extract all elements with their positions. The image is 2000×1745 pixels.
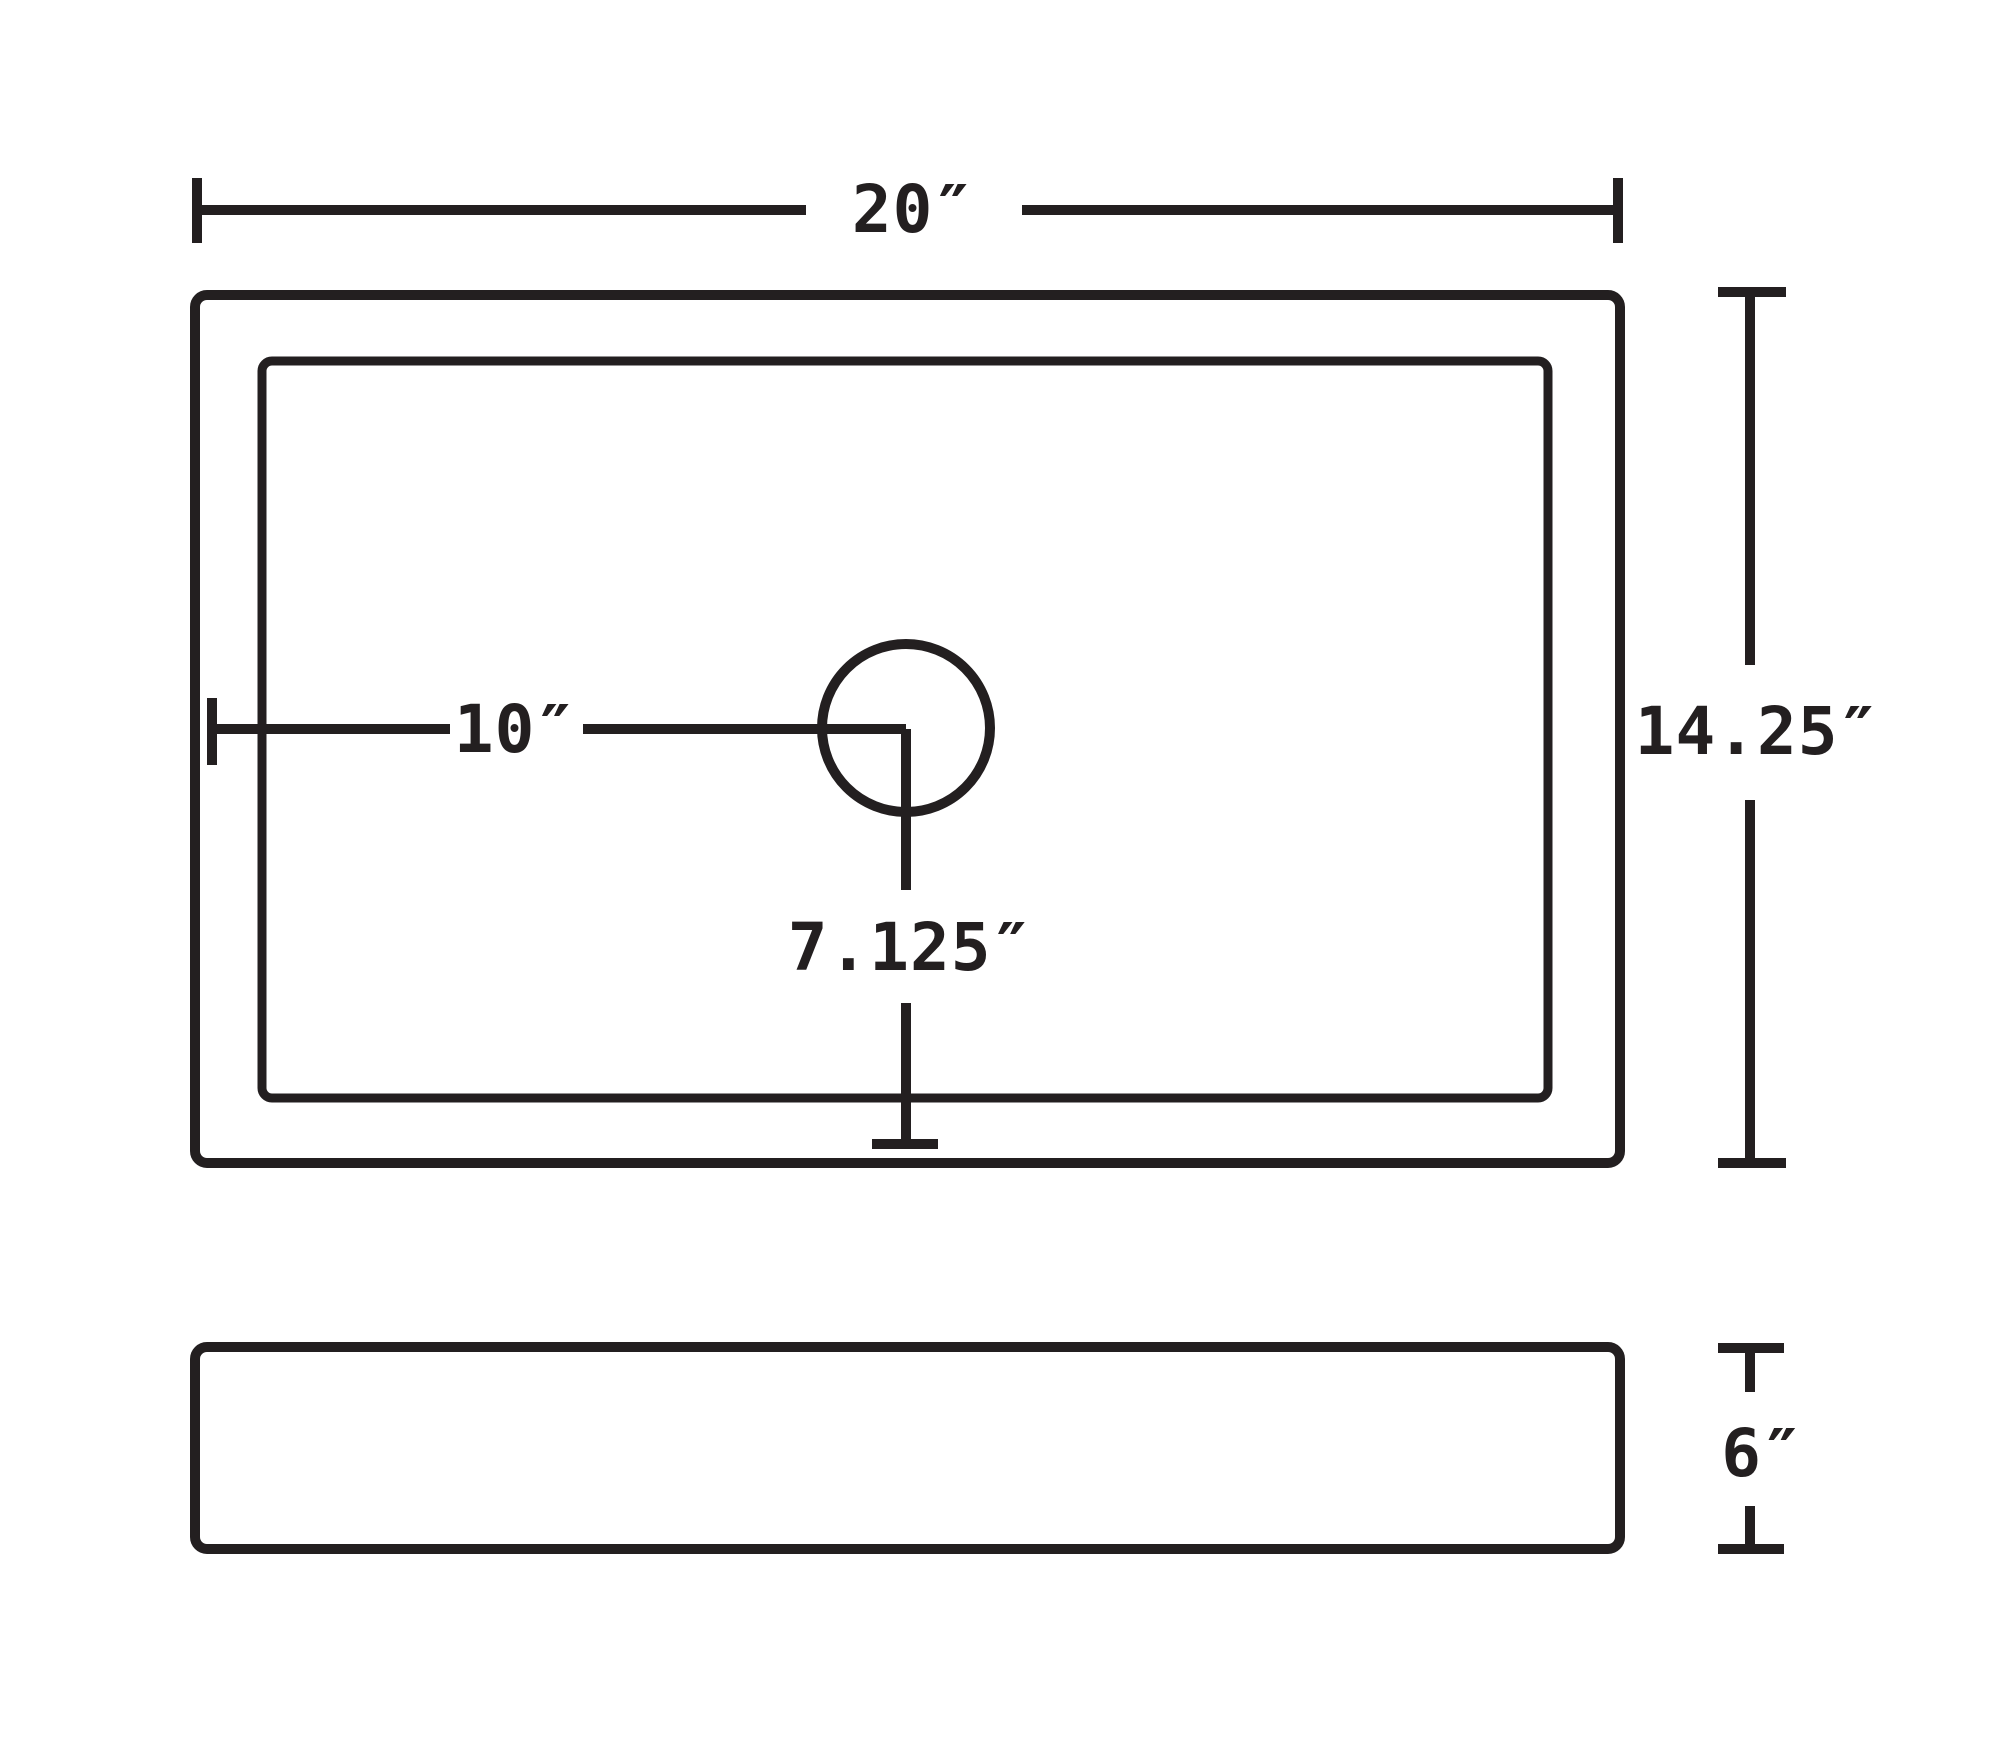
side-height-dimension-label: 6″ — [1721, 1415, 1802, 1492]
height-dimension-label: 14.25″ — [1635, 693, 1879, 770]
side-view-rectangle — [190, 1342, 1625, 1554]
drain-offset-horizontal-label: 10″ — [454, 691, 576, 768]
width-dimension-label: 20″ — [852, 171, 974, 248]
drawing-strokes — [190, 178, 1786, 1554]
sink-outer-rectangle — [190, 290, 1625, 1168]
drain-offset-vertical-label: 7.125″ — [788, 909, 1032, 986]
